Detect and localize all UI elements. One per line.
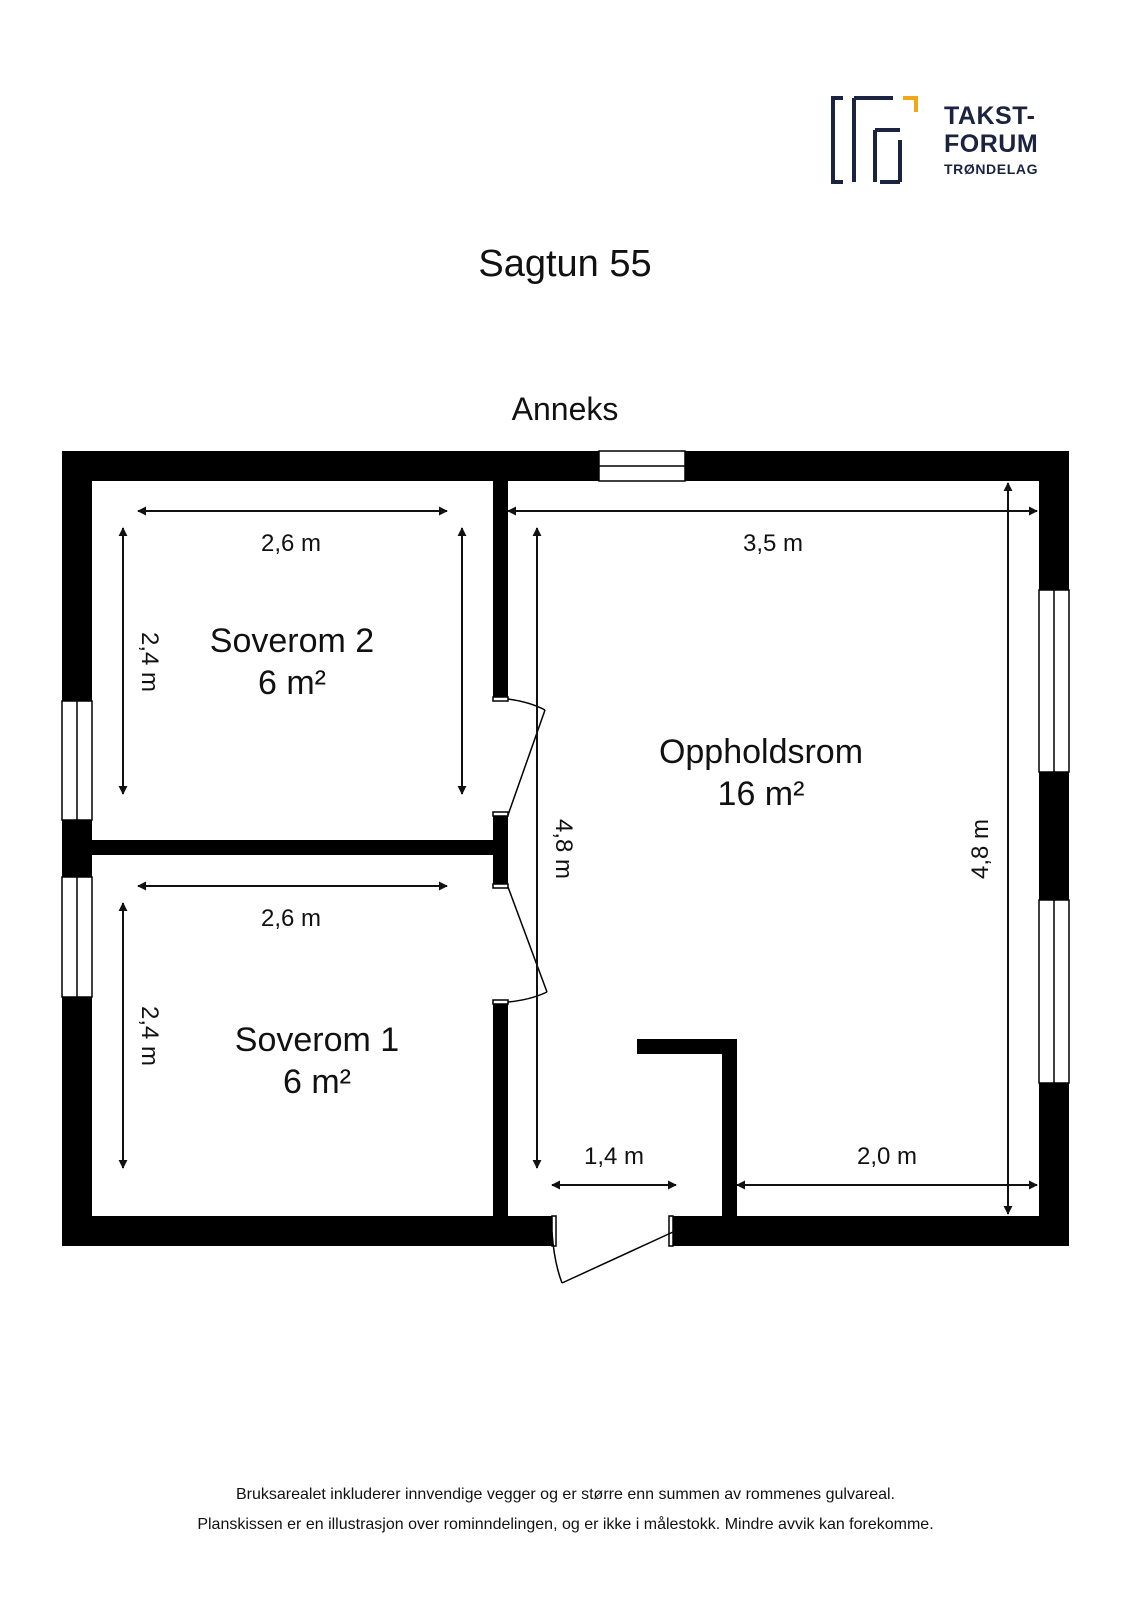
- wall-left-lower: [62, 997, 92, 1246]
- dim-opphold-depth-right: 4,8 m: [967, 819, 994, 879]
- window-top: [598, 450, 686, 482]
- doors: [492, 696, 674, 1284]
- floor-label: Anneks: [512, 391, 619, 427]
- room-name-oppholdsrom: Oppholdsrom: [659, 733, 863, 771]
- room-name-soverom1: Soverom 1: [235, 1021, 399, 1059]
- room-area-soverom1: 6 m²: [283, 1063, 351, 1101]
- wall-partition-upper: [493, 481, 508, 697]
- takstforum-logo-mark: [831, 96, 918, 184]
- room-area-oppholdsrom: 16 m²: [718, 775, 805, 813]
- wall-right-middle: [1039, 772, 1069, 900]
- wall-counter-top: [637, 1039, 735, 1054]
- wall-right-upper: [1039, 451, 1069, 590]
- window-left-upper: [61, 700, 93, 821]
- logo-line2: FORUM: [944, 130, 1039, 158]
- window-right-upper: [1038, 589, 1070, 773]
- wall-between-bedrooms: [92, 840, 508, 855]
- takstforum-logo-text: TAKST- FORUM TRØNDELAG: [944, 102, 1039, 177]
- wall-bottom-left: [62, 1216, 552, 1246]
- wall-bottom-right: [673, 1216, 1069, 1246]
- wall-stub: [493, 815, 508, 887]
- dim-soverom2-depth: 2,4 m: [136, 632, 163, 692]
- logo-line3: TRØNDELAG: [944, 161, 1039, 177]
- dim-opphold-width: 3,5 m: [743, 530, 803, 557]
- walls: [62, 451, 1069, 1246]
- dimension-lines: [118, 482, 1038, 1215]
- wall-left-middle: [62, 820, 92, 877]
- dim-soverom1-depth: 2,4 m: [136, 1006, 163, 1066]
- entrance-door: [551, 1215, 674, 1284]
- footer-note-2: Planskissen er en illustrasjon over romi…: [197, 1516, 934, 1533]
- dim-entry-width: 1,4 m: [584, 1143, 644, 1170]
- dim-soverom1-width: 2,6 m: [261, 905, 321, 932]
- footer-note-1: Bruksarealet inkluderer innvendige vegge…: [236, 1486, 895, 1503]
- dim-bottom-right-width: 2,0 m: [857, 1143, 917, 1170]
- windows: [61, 450, 1070, 1084]
- wall-top-left: [62, 451, 599, 481]
- room-area-soverom2: 6 m²: [258, 664, 326, 702]
- door-soverom1: [492, 883, 548, 1005]
- window-right-lower: [1038, 899, 1070, 1084]
- wall-top-right: [685, 451, 1069, 481]
- wall-counter-side: [722, 1039, 737, 1216]
- wall-partition-lower: [493, 1003, 508, 1216]
- wall-left-upper: [62, 451, 92, 701]
- logo-line1: TAKST-: [944, 102, 1036, 130]
- dim-opphold-depth-left: 4,8 m: [550, 819, 577, 879]
- dim-soverom2-width: 2,6 m: [261, 530, 321, 557]
- page-title: Sagtun 55: [478, 243, 651, 285]
- window-left-lower: [61, 876, 93, 998]
- room-name-soverom2: Soverom 2: [210, 622, 374, 660]
